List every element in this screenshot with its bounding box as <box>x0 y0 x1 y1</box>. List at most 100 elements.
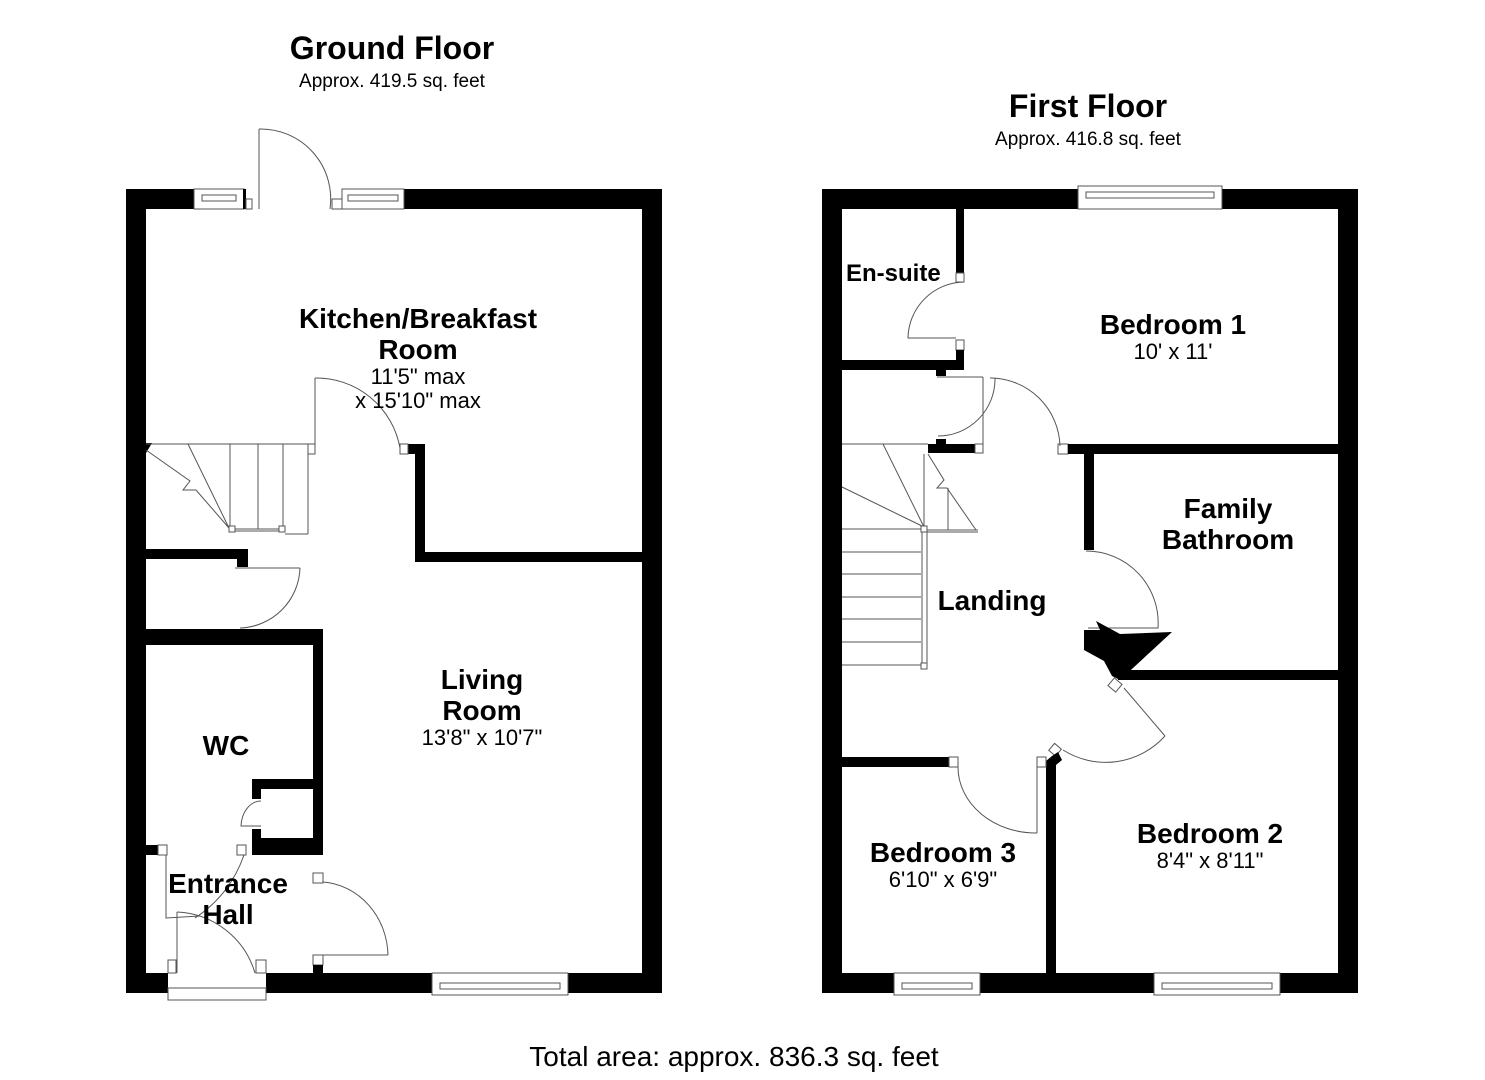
wall <box>1222 189 1358 209</box>
wall <box>1280 973 1358 993</box>
room-dimensions: 10' x 11' <box>1133 339 1213 364</box>
bedroom2-door-leaf <box>1123 687 1166 737</box>
room-dimensions: 8'4" x 8'11" <box>1156 848 1264 873</box>
airing-cupboard <box>1084 621 1172 680</box>
door-jamb <box>255 959 267 974</box>
room-label-living: Living Room 13'8" x 10'7" <box>382 664 582 750</box>
wall <box>252 779 261 799</box>
wall <box>126 189 194 209</box>
wall <box>415 552 642 562</box>
ground-floor-area: Approx. 419.5 sq. feet <box>299 71 485 92</box>
first-floor-area: Approx. 416.8 sq. feet <box>995 129 1181 150</box>
wall <box>822 189 1078 209</box>
wall <box>568 973 662 993</box>
door-jamb <box>1036 756 1047 768</box>
ground-floor-plan <box>126 128 662 1001</box>
wall <box>1068 444 1338 454</box>
bathroom-door-swing <box>1085 550 1159 629</box>
room-name: Bedroom 1 <box>1099 309 1247 340</box>
window-sill <box>201 194 237 202</box>
wall <box>1046 752 1062 973</box>
room-name: Room <box>442 695 522 726</box>
wall <box>980 973 1154 993</box>
room-name: Family <box>1183 493 1273 524</box>
room-label-family-bathroom: Family Bathroom <box>1126 493 1330 555</box>
room-name: WC <box>202 730 250 761</box>
room-name: Bathroom <box>1161 524 1295 555</box>
kitchen-door-swing <box>314 377 401 449</box>
room-name: Entrance <box>168 868 288 899</box>
wall <box>252 779 313 789</box>
room-name: Living <box>440 664 524 695</box>
wall <box>243 189 246 209</box>
wall <box>146 845 158 855</box>
door-jamb <box>312 954 324 966</box>
room-label-entrance-hall: Entrance Hall <box>148 868 308 930</box>
wall <box>146 629 228 637</box>
room-name: Bedroom 2 <box>1136 818 1284 849</box>
cupboard-door-swing <box>239 567 301 629</box>
wall <box>404 189 662 209</box>
bedroom3-door-swing <box>957 766 1038 834</box>
wall <box>956 209 964 273</box>
room-dimensions: x 15'10" max <box>355 388 481 413</box>
room-name: Kitchen/Breakfast <box>298 303 538 334</box>
wall <box>228 629 323 645</box>
wall <box>126 973 168 993</box>
wall <box>252 838 323 855</box>
door-jamb <box>157 844 168 856</box>
wall <box>252 829 261 845</box>
door-jamb <box>955 339 965 351</box>
door-jamb <box>955 272 965 283</box>
room-dimensions: 13'8" x 10'7" <box>421 725 543 750</box>
door-jamb <box>245 198 253 210</box>
door-jamb <box>236 844 247 856</box>
door-jamb <box>167 959 177 974</box>
wc-door-swing <box>240 800 262 827</box>
front-door-swing <box>176 911 256 974</box>
wall <box>1338 189 1358 993</box>
wall <box>313 637 323 855</box>
wall <box>936 439 946 445</box>
wall <box>1084 454 1094 550</box>
wall <box>237 549 248 567</box>
room-dimensions: 6'10" x 6'9" <box>888 867 998 892</box>
staircase <box>841 443 978 670</box>
room-dimensions: 11'5" max <box>370 364 466 389</box>
wc-door-leaf <box>165 855 201 919</box>
wall <box>146 549 248 559</box>
wc-door-swing <box>194 854 245 919</box>
room-name: Hall <box>202 899 254 930</box>
door-jamb <box>312 872 324 884</box>
window-sill <box>439 982 561 990</box>
room-label-ensuite: En-suite <box>846 260 941 287</box>
wall <box>842 360 964 370</box>
living-door-swing <box>322 881 389 956</box>
door-jamb <box>331 198 343 210</box>
wall <box>822 189 842 993</box>
room-label-bedroom1: Bedroom 1 10' x 11' <box>1058 309 1288 364</box>
window-sill <box>901 982 973 990</box>
room-name: Bedroom 3 <box>869 837 1017 868</box>
wall <box>415 444 425 562</box>
room-label-kitchen: Kitchen/Breakfast Room 11'5" max x 15'10… <box>268 303 568 413</box>
wall <box>822 973 894 993</box>
wall <box>146 637 228 645</box>
wall <box>928 444 976 453</box>
wall <box>266 973 432 993</box>
wall <box>1118 670 1338 680</box>
bedroom2-door-swing <box>1062 735 1166 763</box>
door-jamb <box>399 443 409 455</box>
room-label-landing: Landing <box>922 585 1062 616</box>
staircase <box>145 443 316 535</box>
room-label-bedroom2: Bedroom 2 8'4" x 8'11" <box>1095 818 1325 873</box>
wall <box>313 965 323 973</box>
ground-floor-title: Ground Floor <box>289 30 495 66</box>
first-floor-title: First Floor <box>1008 88 1168 124</box>
room-label-bedroom3: Bedroom 3 6'10" x 6'9" <box>843 837 1043 892</box>
wall <box>407 444 423 454</box>
window-sill <box>1085 191 1215 199</box>
wall <box>842 757 949 767</box>
door-jamb <box>974 443 984 454</box>
